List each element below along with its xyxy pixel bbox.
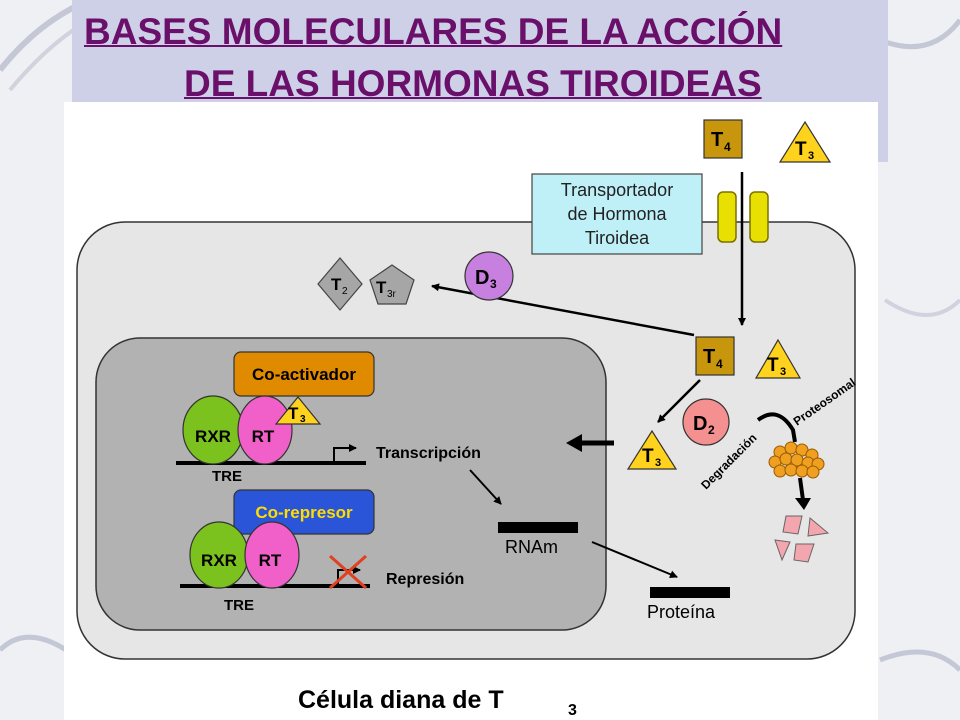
protein-bar	[650, 587, 730, 598]
caption: Célula diana de T	[298, 686, 504, 714]
hormone-t4-intracellular: T 4	[695, 336, 735, 376]
hormone-t3-generated: T 3	[626, 429, 678, 470]
transporter-text-3: Tiroidea	[585, 228, 650, 248]
svg-text:3: 3	[655, 457, 661, 469]
blocked-cross-icon	[329, 554, 367, 590]
hormone-t3-intracellular: T 3	[754, 338, 802, 379]
rnam-bar	[498, 522, 578, 533]
svg-text:Co-represor: Co-represor	[255, 503, 353, 522]
svg-text:3: 3	[490, 277, 497, 291]
svg-text:T: T	[376, 278, 387, 297]
corepressor-box: Co-represor	[233, 489, 375, 535]
transporter-label-box: Transportador de Hormona Tiroidea	[531, 173, 703, 255]
svg-text:T: T	[331, 275, 342, 294]
transporter-text-2: de Hormona	[567, 204, 667, 224]
rxr-label-lower: RXR	[201, 551, 237, 570]
transporter-channel-left	[717, 191, 737, 243]
metabolite-t2: T 2	[317, 257, 363, 311]
metabolite-t3r: T 3r	[369, 264, 415, 305]
transcription-label: Transcripción	[376, 445, 481, 462]
svg-text:3: 3	[780, 366, 786, 378]
rt-receptor-upper	[237, 395, 293, 465]
coactivator-box: Co-activador	[233, 351, 375, 397]
svg-text:3: 3	[808, 150, 814, 162]
tre-label-upper: TRE	[212, 468, 242, 485]
svg-text:T: T	[642, 446, 654, 467]
enzyme-d3: D 3	[464, 251, 514, 301]
rnam-label: RNAm	[505, 537, 558, 557]
degraded-fragments-icon	[774, 515, 830, 563]
svg-text:T: T	[288, 404, 299, 423]
rt-receptor-lower	[244, 521, 300, 589]
svg-text:T: T	[711, 129, 723, 151]
svg-text:T: T	[795, 139, 807, 160]
thyroid-hormone-diagram: Transportador de Hormona Tiroidea T 4 T …	[64, 102, 878, 720]
svg-text:T: T	[703, 346, 715, 368]
rt-label-lower: RT	[259, 551, 282, 570]
slide-title: BASES MOLECULARES DE LA ACCIÓN DE LAS HO…	[72, 6, 880, 110]
proteasome-icon	[768, 441, 825, 479]
title-line-2: DE LAS HORMONAS TIROIDEAS	[184, 63, 762, 104]
rxr-label-upper: RXR	[195, 427, 231, 446]
tre-label-lower: TRE	[224, 597, 254, 614]
protein-label: Proteína	[647, 602, 716, 622]
svg-text:D: D	[475, 267, 489, 289]
enzyme-d2: D 2	[682, 398, 730, 446]
svg-text:D: D	[693, 413, 707, 435]
transporter-channel-right	[749, 191, 769, 243]
svg-text:3: 3	[300, 414, 306, 425]
rt-label-upper: RT	[252, 427, 275, 446]
svg-text:3r: 3r	[387, 289, 397, 300]
svg-text:4: 4	[724, 140, 731, 154]
repression-label: Represión	[386, 571, 464, 588]
hormone-t3-extracellular: T 3	[778, 120, 832, 163]
hormone-t3-bound: T 3	[274, 396, 322, 425]
title-line-1: BASES MOLECULARES DE LA ACCIÓN	[84, 11, 783, 52]
caption-subscript: 3	[568, 702, 577, 719]
transporter-text-1: Transportador	[561, 180, 673, 200]
svg-text:2: 2	[342, 286, 348, 297]
svg-text:2: 2	[708, 423, 715, 437]
svg-text:4: 4	[716, 357, 723, 371]
svg-text:T: T	[767, 355, 779, 376]
svg-text:Co-activador: Co-activador	[252, 365, 356, 384]
hormone-t4-extracellular: T 4	[703, 119, 743, 159]
